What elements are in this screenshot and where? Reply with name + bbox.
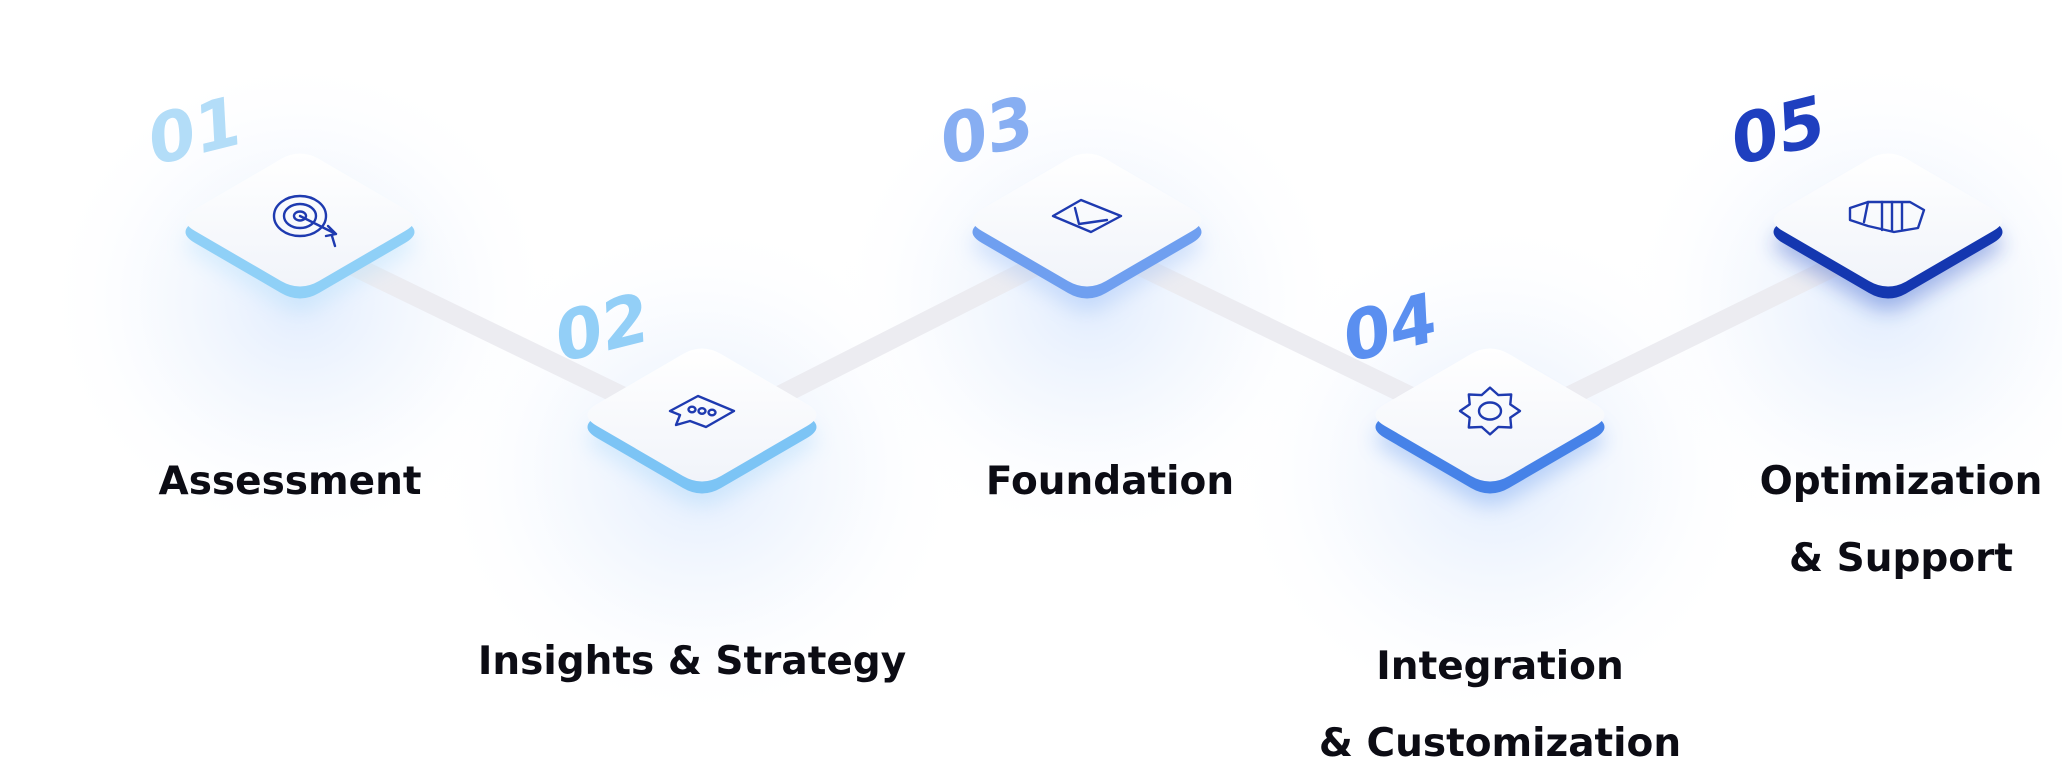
foundation-icon xyxy=(1051,198,1123,234)
step-title-line: & Customization xyxy=(1318,721,1682,766)
step-title-line: & Support xyxy=(1789,536,2013,581)
step-tile-optimization-support xyxy=(1773,153,2003,311)
chat-bubble-icon xyxy=(668,394,736,429)
tile-top xyxy=(1375,348,1605,482)
step-tile-insights-strategy xyxy=(587,348,817,506)
step-label-assessment: Assessment xyxy=(159,443,422,520)
step-tile-foundation xyxy=(972,153,1202,311)
tile-top xyxy=(1773,153,2003,287)
step-tile-integration-customization xyxy=(1375,348,1605,506)
step-label-insights-strategy: Insights & Strategy xyxy=(478,623,906,700)
step-tile-assessment xyxy=(185,153,415,311)
step-title-line: Insights & Strategy xyxy=(477,639,907,684)
target-icon xyxy=(272,194,338,248)
step-label-foundation: Foundation xyxy=(986,443,1234,520)
handshake-icon xyxy=(1848,200,1926,234)
step-title-line: Integration xyxy=(1376,644,1624,689)
gear-icon xyxy=(1458,386,1522,436)
step-title-line: Foundation xyxy=(985,459,1235,504)
step-title-line: Assessment xyxy=(158,459,422,504)
step-title-line: Optimization xyxy=(1759,459,2043,504)
step-label-integration-customization: Integration & Customization xyxy=(1319,628,1681,782)
step-glow xyxy=(1620,53,2062,547)
step-label-optimization-support: Optimization & Support xyxy=(1760,443,2043,597)
tile-top xyxy=(972,153,1202,287)
